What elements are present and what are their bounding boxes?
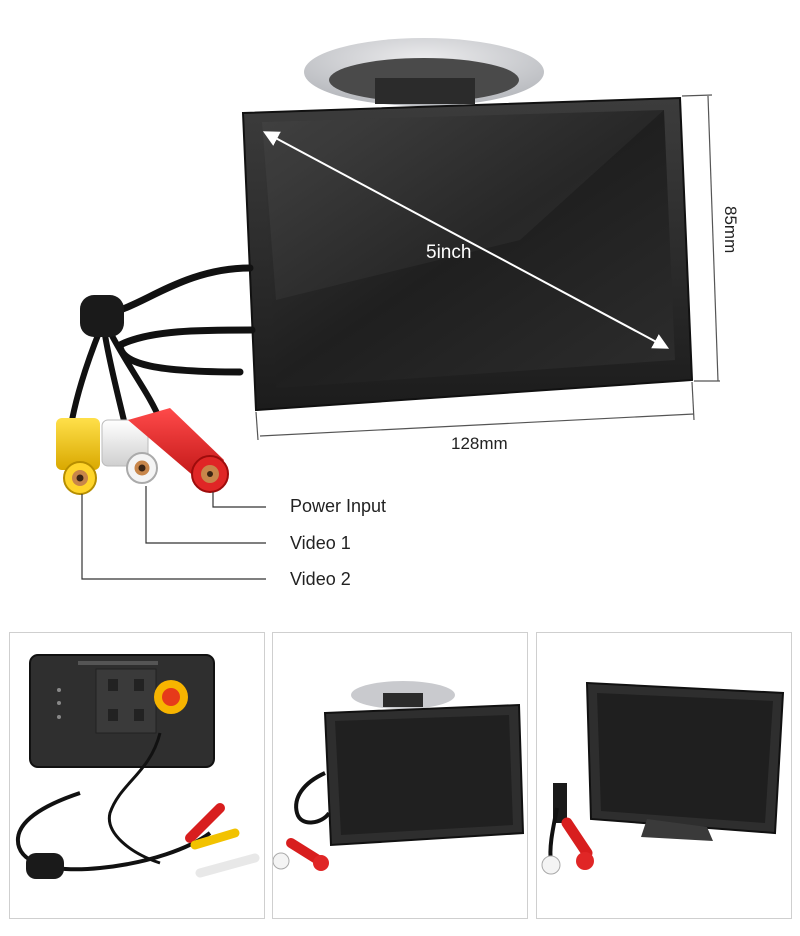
height-dimension-lines xyxy=(681,94,720,382)
width-label: 128mm xyxy=(451,434,508,453)
cable-ferrite xyxy=(80,295,124,337)
suction-cup-icon xyxy=(304,38,544,106)
diagonal-arrow xyxy=(262,131,670,349)
cable-bundle xyxy=(69,264,256,428)
video1-label: Video 1 xyxy=(290,533,351,553)
width-dimension-lines xyxy=(255,381,695,441)
front-view-illustration xyxy=(273,681,525,871)
thumb-stand-view xyxy=(536,632,792,919)
video2-label: Video 2 xyxy=(290,569,351,589)
back-view-illustration xyxy=(15,654,260,879)
height-label: 85mm xyxy=(721,206,740,254)
rca-plug-icon xyxy=(101,419,158,484)
callout-leaders xyxy=(81,486,266,580)
power-input-label: Power Input xyxy=(290,496,387,516)
rca-plug-icon xyxy=(56,418,100,495)
dc-power-plug-icon xyxy=(128,408,229,493)
diagonal-size-label: 5inch xyxy=(426,242,472,263)
thumb-front-view xyxy=(272,632,528,919)
stand-view-illustration xyxy=(541,681,785,875)
hero-product-illustration xyxy=(56,38,720,580)
thumb-back-view xyxy=(9,632,265,919)
